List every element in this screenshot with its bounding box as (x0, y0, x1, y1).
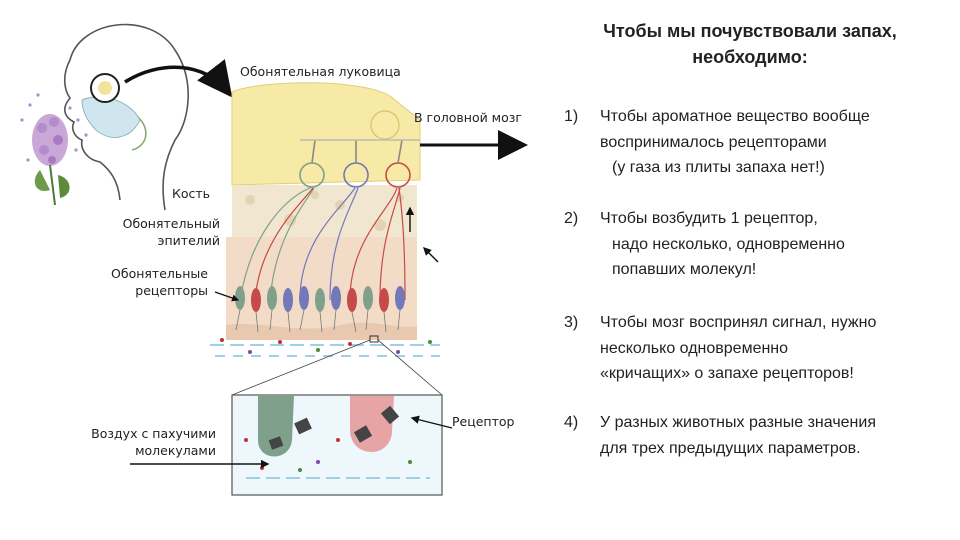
axon-bundle (239, 186, 406, 301)
nasal-cavity (81, 96, 141, 138)
item-line: (у газа из плиты запаха нет!) (612, 159, 825, 177)
item-number: 2) (564, 210, 579, 227)
item-line: воспринималось рецепторами (600, 133, 827, 151)
item-line: Чтобы возбудить 1 рецептор, (600, 210, 818, 227)
olfaction-diagram: Обонятельная луковица В головной мозг Ко… (20, 23, 528, 496)
label-bone: Кость (172, 186, 211, 201)
zoom-arrow-icon (124, 59, 233, 98)
cilia (235, 309, 401, 333)
item-line: Чтобы ароматное вещество вообще (600, 108, 870, 125)
item-line: попавших молекул! (612, 261, 757, 279)
item-line: «кричащих» о запахе рецепторов! (600, 365, 854, 383)
item-line: для трех предыдущих параметров. (600, 439, 861, 457)
receptor-pointer-arrow-icon (410, 415, 453, 429)
label-to-brain: В головной мозг (414, 110, 522, 125)
label-epithelium: Обонятельный эпителий (122, 216, 220, 248)
lilac-flower-icon (32, 114, 70, 206)
item-number: 1) (564, 108, 579, 125)
glomeruli (299, 139, 420, 188)
air-flow-layer (210, 335, 440, 357)
item-line: Чтобы мозг воспринял сигнал, нужно (600, 314, 877, 331)
receptor-zoom-inset (231, 394, 443, 496)
label-air-molecules: Воздух с пахучими молекулами (91, 426, 216, 458)
panel-title: Чтобы мы почувствовали запах, необходимо… (603, 21, 897, 68)
scent-dots (20, 93, 88, 162)
receptor-cells (235, 286, 405, 312)
requirements-panel: Чтобы мы почувствовали запах, необходимо… (560, 0, 960, 540)
olfaction-illustration (20, 23, 528, 496)
label-receptors: Обонятельные рецепторы (111, 266, 208, 298)
olfactory-bulb (231, 82, 421, 186)
item-number: 3) (564, 314, 579, 331)
label-olfactory-bulb: Обонятельная луковица (240, 64, 401, 79)
label-receptor: Рецептор (452, 414, 515, 429)
item-line: несколько одновременно (600, 339, 789, 357)
item-number: 4) (564, 414, 579, 431)
epithelium-layer (226, 237, 417, 332)
bone-layer (232, 185, 417, 237)
item-line: У разных животных разные значения (600, 414, 876, 431)
item-line: надо несколько, одновременно (612, 235, 845, 253)
